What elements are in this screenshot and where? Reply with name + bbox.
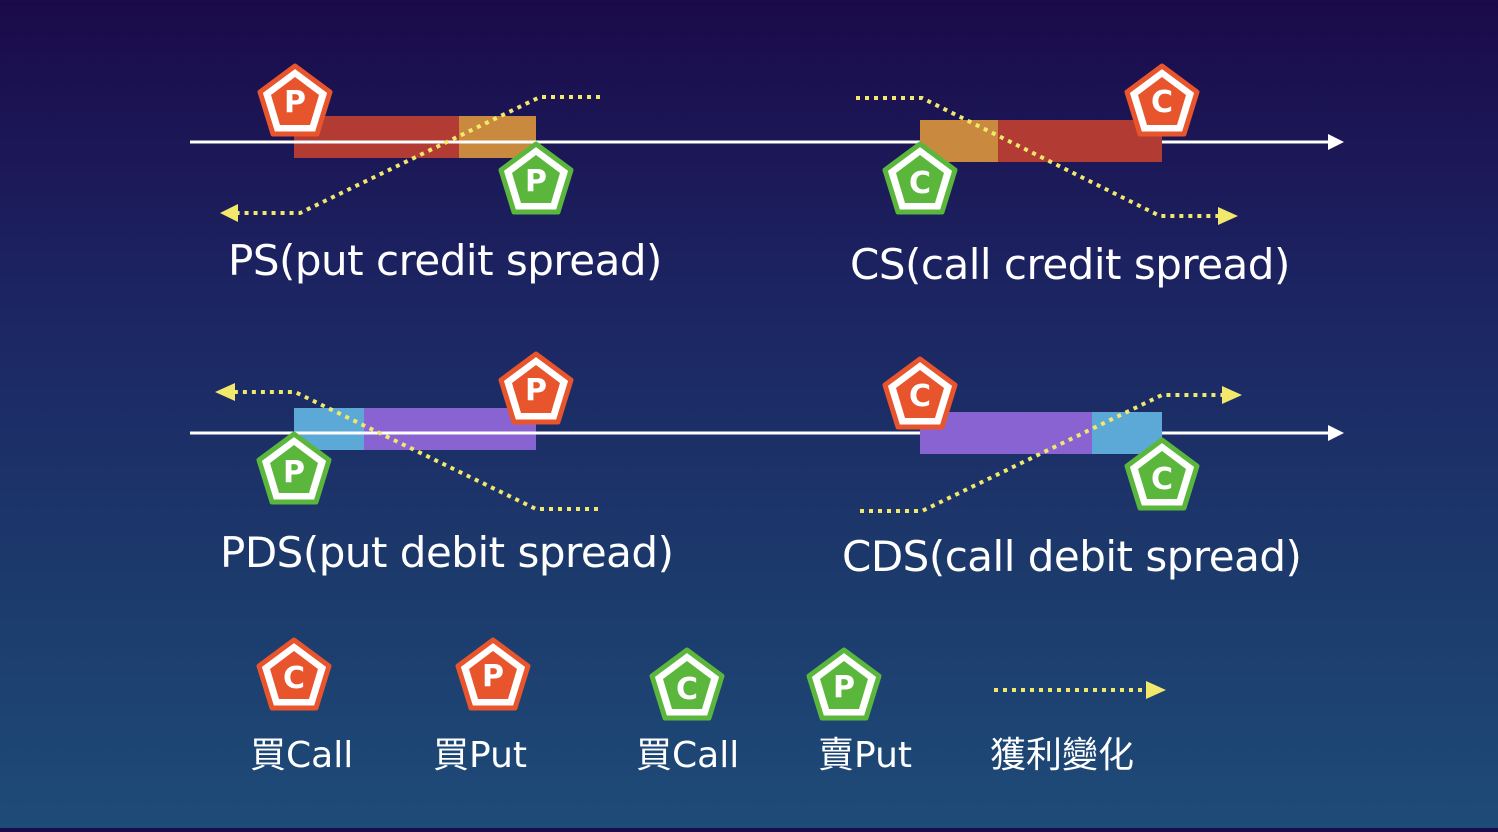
cds-bought-range-bar bbox=[920, 412, 1092, 454]
pds-axis-arrowhead bbox=[1328, 425, 1344, 441]
legend-buy-put-letter: P bbox=[482, 659, 504, 694]
ps-label: PS(put credit spread) bbox=[228, 236, 662, 285]
ps-buy-put-badge: P bbox=[260, 66, 330, 134]
legend-buy-put-badge: P bbox=[458, 640, 528, 708]
legend-sell-put-letter: P bbox=[833, 670, 855, 705]
cs-diagram: C C bbox=[856, 66, 1238, 225]
legend-buy-call-letter: C bbox=[283, 661, 305, 696]
cs-label: CS(call credit spread) bbox=[850, 240, 1290, 289]
legend-sell-call-badge: C bbox=[652, 650, 722, 718]
pds-sell-put-badge-letter: P bbox=[283, 455, 305, 490]
pds-sell-put-badge: P bbox=[259, 434, 329, 502]
legend-sell-put-badge: P bbox=[809, 650, 879, 718]
ps-axis-arrowhead bbox=[1328, 134, 1344, 150]
cs-sold-range-bar bbox=[998, 120, 1162, 162]
legend-profit-arrowhead bbox=[1146, 681, 1166, 699]
ps-profit-line bbox=[238, 95, 600, 215]
legend-sell-call-letter: C bbox=[676, 672, 698, 707]
pds-buy-put-badge: P bbox=[501, 354, 571, 422]
ps-sell-put-badge-letter: P bbox=[525, 164, 547, 199]
cds-label: CDS(call debit spread) bbox=[842, 532, 1302, 581]
legend-sell-call-label: 買Call bbox=[636, 735, 740, 776]
legend-sell-put-label: 賣Put bbox=[818, 735, 913, 776]
pds-bought-range-bar bbox=[364, 408, 536, 450]
ps-buy-put-badge-letter: P bbox=[284, 85, 306, 120]
pds-label: PDS(put debit spread) bbox=[220, 528, 674, 577]
ps-profit-arrowhead bbox=[220, 204, 238, 222]
cds-buy-call-badge-letter: C bbox=[909, 379, 931, 414]
cds-sell-call-badge: C bbox=[1127, 440, 1197, 508]
cds-profit-arrowhead bbox=[1222, 386, 1242, 404]
legend-buy-call-label: 買Call bbox=[250, 735, 354, 776]
ps-sell-put-badge: P bbox=[501, 144, 571, 212]
cs-sell-call-badge-letter: C bbox=[909, 166, 931, 201]
cds-profit-line bbox=[860, 393, 1222, 513]
pds-diagram: P P bbox=[190, 354, 1344, 511]
pds-buy-put-badge-letter: P bbox=[525, 373, 547, 408]
ps-diagram: P P bbox=[190, 66, 1344, 222]
cds-sell-call-badge-letter: C bbox=[1151, 462, 1173, 497]
cds-diagram: C C bbox=[860, 359, 1242, 513]
cs-profit-arrowhead bbox=[1218, 207, 1238, 225]
cs-buy-call-badge: C bbox=[1127, 66, 1197, 134]
legend-buy-put-label: 買Put bbox=[433, 735, 528, 776]
pds-profit-line bbox=[235, 390, 598, 511]
legend: C P C P bbox=[259, 640, 1166, 718]
cs-profit-line bbox=[856, 96, 1218, 218]
cds-buy-call-badge: C bbox=[885, 359, 955, 427]
cs-buy-call-badge-letter: C bbox=[1151, 85, 1173, 120]
pds-profit-arrowhead bbox=[215, 383, 235, 401]
legend-profit-label: 獲利變化 bbox=[990, 735, 1135, 776]
legend-buy-call-badge: C bbox=[259, 640, 329, 708]
cs-sell-call-badge: C bbox=[885, 144, 955, 212]
